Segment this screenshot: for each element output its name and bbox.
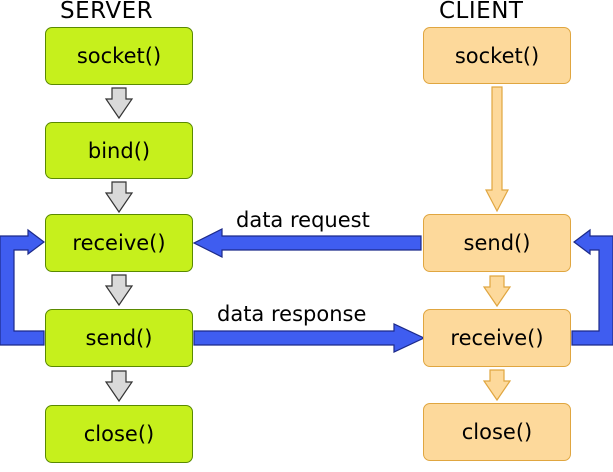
data-request-arrow [192,228,422,258]
server-close-step: close() [45,405,193,463]
server-flow-arrow-1 [104,87,134,120]
server-loop-arrow [0,228,45,346]
server-socket-step: socket() [45,27,193,85]
server-send-step: send() [45,309,193,367]
client-receive-step: receive() [423,309,571,367]
data-response-label: data response [217,302,367,326]
client-close-step: close() [423,403,571,461]
server-bind-step: bind() [45,122,193,179]
client-send-step: send() [423,214,571,272]
client-flow-arrow-long [485,86,509,213]
client-loop-arrow [571,228,613,346]
client-title: CLIENT [439,0,524,24]
server-receive-step: receive() [45,214,193,272]
server-flow-arrow-3 [104,274,134,307]
server-flow-arrow-2 [104,181,134,214]
client-flow-arrow-2 [482,275,512,308]
data-response-arrow [193,323,426,353]
server-title: SERVER [60,0,154,24]
data-request-label: data request [236,208,370,232]
client-flow-arrow-3 [482,369,512,402]
server-flow-arrow-4 [104,370,134,403]
client-socket-step: socket() [423,27,571,84]
